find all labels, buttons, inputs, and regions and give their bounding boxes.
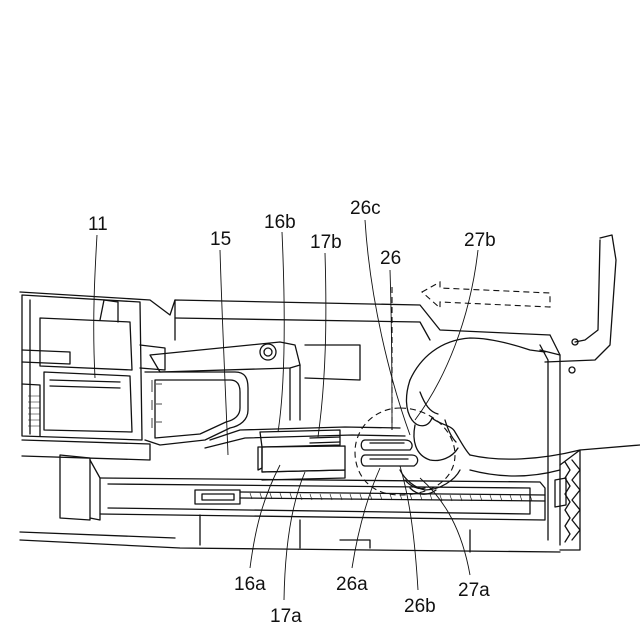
label-26c: 26c	[350, 198, 381, 219]
label-16b: 16b	[264, 212, 296, 233]
label-17b: 17b	[310, 232, 342, 253]
label-26b: 26b	[404, 596, 436, 617]
label-17a: 17a	[270, 606, 302, 627]
movement-arrow	[392, 282, 550, 430]
leader-11	[94, 235, 97, 378]
label-16a: 16a	[234, 574, 266, 595]
leader-27b	[415, 250, 478, 420]
label-27b: 27b	[464, 230, 496, 251]
label-27a: 27a	[458, 580, 490, 601]
leader-lines	[94, 220, 478, 600]
label-15: 15	[210, 229, 231, 250]
rail	[60, 455, 566, 552]
label-11: 11	[88, 214, 108, 235]
leader-16b	[278, 232, 284, 432]
hand	[400, 338, 640, 494]
right-wall	[540, 235, 616, 550]
label-26: 26	[380, 248, 401, 269]
leader-17a	[284, 472, 305, 600]
leader-26	[390, 270, 392, 430]
leader-27a	[420, 478, 470, 575]
label-26a: 26a	[336, 574, 368, 595]
